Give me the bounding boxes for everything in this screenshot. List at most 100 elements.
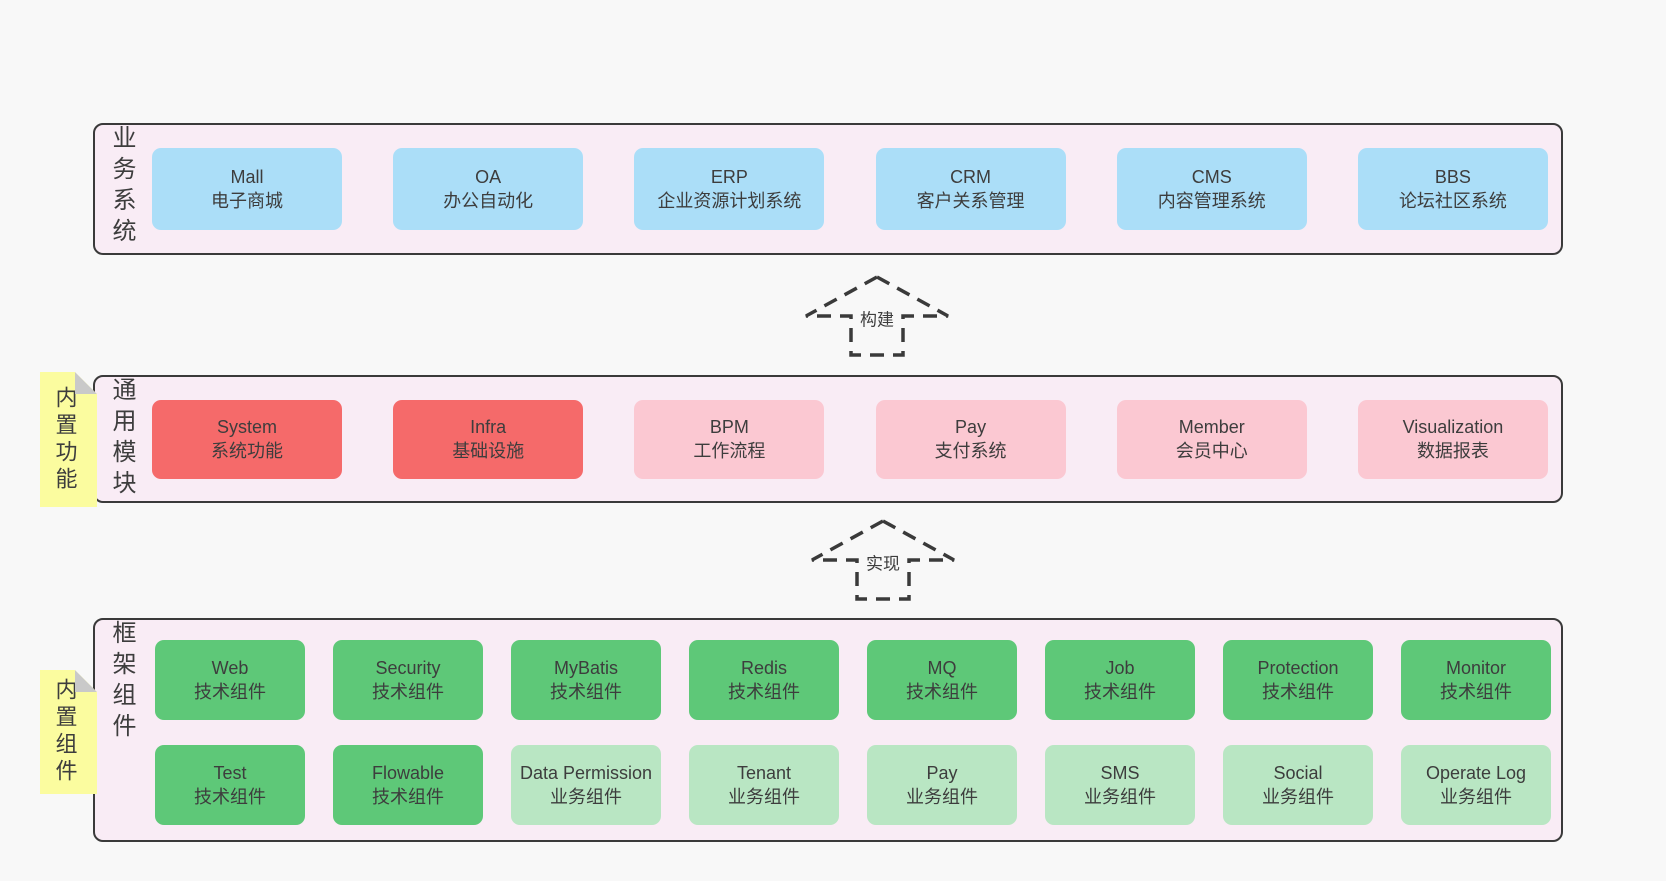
box-pay-module-desc: 支付系统 xyxy=(934,441,1007,461)
box-infra: Infra 基础设施 xyxy=(393,399,584,479)
framework-components-row-2: Test 技术组件 Flowable 技术组件 Data Permission … xyxy=(155,745,1551,825)
box-crm-desc: 客户关系管理 xyxy=(916,191,1025,211)
box-test-name: Test xyxy=(213,762,247,783)
box-mq-name: MQ xyxy=(927,657,957,678)
box-test-desc: 技术组件 xyxy=(194,787,266,807)
box-system-desc: 系统功能 xyxy=(211,441,283,461)
box-cms-name: CMS xyxy=(1191,166,1232,187)
box-oa-desc: 办公自动化 xyxy=(443,191,534,211)
layer-framework-components-label: 框架组件 xyxy=(108,620,135,744)
layer-framework-components: 内置组件 框架组件 Web 技术组件 Security 技术组件 MyBatis… xyxy=(93,618,1563,842)
box-infra-desc: 基础设施 xyxy=(452,441,525,461)
box-infra-name: Infra xyxy=(470,416,507,437)
box-monitor: Monitor 技术组件 xyxy=(1401,640,1551,720)
box-test: Test 技术组件 xyxy=(155,745,305,825)
tab-built-in-components-label: 内置组件 xyxy=(52,678,78,786)
box-mybatis-name: MyBatis xyxy=(553,657,618,678)
box-operate-log: Operate Log 业务组件 xyxy=(1401,745,1551,825)
box-erp-name: ERP xyxy=(710,166,748,187)
box-pay-module-name: Pay xyxy=(955,416,987,437)
box-bpm: BPM 工作流程 xyxy=(634,399,825,479)
box-crm-name: CRM xyxy=(950,166,992,187)
layer-business-systems-label: 业务系统 xyxy=(108,125,135,249)
box-mybatis-desc: 技术组件 xyxy=(550,682,622,702)
box-pay-component-desc: 业务组件 xyxy=(906,787,978,807)
box-protection: Protection 技术组件 xyxy=(1223,640,1373,720)
box-mybatis: MyBatis 技术组件 xyxy=(511,640,661,720)
box-bpm-desc: 工作流程 xyxy=(693,441,766,461)
box-tenant-desc: 业务组件 xyxy=(728,787,800,807)
box-pay-module: Pay 支付系统 xyxy=(875,399,1066,479)
box-tenant-name: Tenant xyxy=(736,762,792,783)
box-visualization-name: Visualization xyxy=(1402,416,1504,437)
layer-common-modules: 内置功能 通用模块 System 系统功能 Infra 基础设施 BPM 工作流… xyxy=(93,375,1563,503)
box-bbs-desc: 论坛社区系统 xyxy=(1398,191,1507,211)
box-web: Web 技术组件 xyxy=(155,640,305,720)
box-security: Security 技术组件 xyxy=(333,640,483,720)
box-mq-desc: 技术组件 xyxy=(906,682,978,702)
box-job: Job 技术组件 xyxy=(1045,640,1195,720)
box-member-desc: 会员中心 xyxy=(1175,441,1248,461)
box-erp: ERP 企业资源计划系统 xyxy=(634,148,825,230)
box-job-name: Job xyxy=(1105,657,1135,678)
box-bbs: BBS 论坛社区系统 xyxy=(1357,148,1548,230)
box-system-name: System xyxy=(216,416,277,437)
box-crm: CRM 客户关系管理 xyxy=(875,148,1066,230)
framework-components-row-1: Web 技术组件 Security 技术组件 MyBatis 技术组件 Redi… xyxy=(155,640,1551,720)
box-sms-name: SMS xyxy=(1100,762,1140,783)
box-data-permission: Data Permission 业务组件 xyxy=(511,745,661,825)
business-systems-box-row: Mall 电子商城 OA 办公自动化 ERP 企业资源计划系统 CRM 客户关系… xyxy=(152,125,1548,253)
box-monitor-desc: 技术组件 xyxy=(1440,682,1512,702)
box-monitor-name: Monitor xyxy=(1445,657,1507,678)
box-flowable: Flowable 技术组件 xyxy=(333,745,483,825)
box-sms-desc: 业务组件 xyxy=(1084,787,1156,807)
box-social-desc: 业务组件 xyxy=(1262,787,1334,807)
box-sms: SMS 业务组件 xyxy=(1045,745,1195,825)
box-cms-desc: 内容管理系统 xyxy=(1157,191,1266,211)
box-protection-name: Protection xyxy=(1257,657,1339,678)
layer-common-modules-label: 通用模块 xyxy=(108,377,135,501)
box-web-desc: 技术组件 xyxy=(194,682,266,702)
build-arrow: 构建 xyxy=(802,274,952,358)
box-security-name: Security xyxy=(375,657,441,678)
build-arrow-label: 构建 xyxy=(856,304,898,332)
box-web-name: Web xyxy=(211,657,249,678)
box-visualization-desc: 数据报表 xyxy=(1416,441,1489,461)
box-visualization: Visualization 数据报表 xyxy=(1357,399,1548,479)
layer-business-systems: 业务系统 Mall 电子商城 OA 办公自动化 ERP 企业资源计划系统 CRM… xyxy=(93,123,1563,255)
up-arrow-dashed-icon xyxy=(805,275,949,357)
box-mall-desc: 电子商城 xyxy=(211,191,283,211)
up-arrow-dashed-icon xyxy=(811,519,955,601)
box-pay-component: Pay 业务组件 xyxy=(867,745,1017,825)
box-erp-desc: 企业资源计划系统 xyxy=(657,191,802,211)
box-oa: OA 办公自动化 xyxy=(393,148,584,230)
implement-arrow-label: 实现 xyxy=(862,548,904,576)
box-operate-log-name: Operate Log xyxy=(1425,762,1527,783)
box-security-desc: 技术组件 xyxy=(372,682,444,702)
implement-arrow: 实现 xyxy=(808,518,958,602)
box-member: Member 会员中心 xyxy=(1116,399,1307,479)
box-member-name: Member xyxy=(1178,416,1245,437)
box-data-permission-name: Data Permission xyxy=(519,762,653,783)
box-flowable-desc: 技术组件 xyxy=(372,787,444,807)
box-redis-desc: 技术组件 xyxy=(728,682,800,702)
box-data-permission-desc: 业务组件 xyxy=(550,787,622,807)
folded-corner-icon xyxy=(75,670,97,692)
common-modules-box-row: System 系统功能 Infra 基础设施 BPM 工作流程 Pay 支付系统… xyxy=(152,377,1548,501)
box-system: System 系统功能 xyxy=(152,399,342,479)
tab-built-in-features-label: 内置功能 xyxy=(52,385,78,494)
box-mq: MQ 技术组件 xyxy=(867,640,1017,720)
box-job-desc: 技术组件 xyxy=(1084,682,1156,702)
box-social: Social 业务组件 xyxy=(1223,745,1373,825)
box-social-name: Social xyxy=(1273,762,1323,783)
box-bpm-name: BPM xyxy=(709,416,749,437)
box-mall-name: Mall xyxy=(230,166,264,187)
tab-built-in-features: 内置功能 xyxy=(40,372,97,507)
box-oa-name: OA xyxy=(475,166,502,187)
box-protection-desc: 技术组件 xyxy=(1262,682,1334,702)
box-tenant: Tenant 业务组件 xyxy=(689,745,839,825)
box-cms: CMS 内容管理系统 xyxy=(1116,148,1307,230)
box-mall: Mall 电子商城 xyxy=(152,148,342,230)
folded-corner-icon xyxy=(75,372,97,394)
